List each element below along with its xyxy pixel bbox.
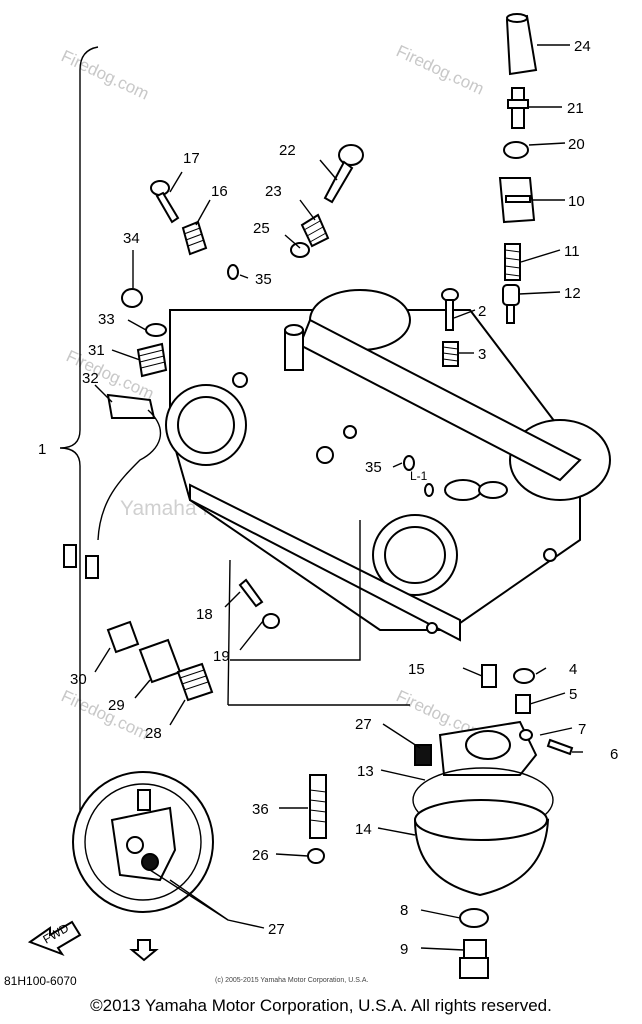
watermark-firedog: Firedog.com <box>393 41 487 98</box>
part-labels: 24 21 20 10 11 12 2 3 17 16 22 23 25 34 … <box>70 38 618 958</box>
label-part-32: 32 <box>82 370 99 387</box>
forward-arrow: FWD <box>27 920 82 957</box>
top-screws <box>63 144 364 579</box>
label-part-22: 22 <box>279 142 296 159</box>
label-part-27: 27 <box>268 921 285 938</box>
label-part-33: 33 <box>98 311 115 328</box>
inset-view <box>72 771 214 913</box>
diagram-code: 81H100-6070 <box>4 974 77 988</box>
label-part-2: 2 <box>478 303 486 320</box>
label-part-35: 35 <box>255 271 272 288</box>
label-part-21: 21 <box>567 100 584 117</box>
label-part-1: 1 <box>38 441 46 458</box>
label-part-17: 17 <box>183 150 200 167</box>
label-part-16: 16 <box>211 183 228 200</box>
label-part-24: 24 <box>574 38 591 55</box>
label-part-26: 26 <box>252 847 269 864</box>
top-fittings <box>498 13 538 324</box>
label-part-3: 3 <box>478 346 486 363</box>
label-part-7: 7 <box>578 721 586 738</box>
label-part-14: 14 <box>355 821 372 838</box>
label-part-36: 36 <box>252 801 269 818</box>
label-part-12: 12 <box>564 285 581 302</box>
view-direction-arrow <box>129 939 159 962</box>
label-sub-l1: L-1 <box>410 469 428 483</box>
lower-left-parts <box>106 520 410 706</box>
label-part-23: 23 <box>265 183 282 200</box>
label-part-19: 19 <box>213 648 230 665</box>
label-part-34: 34 <box>123 230 140 247</box>
copyright-footer: ©2013 Yamaha Motor Corporation, U.S.A. A… <box>90 996 552 1015</box>
watermark-firedog: Firedog.com <box>58 46 152 103</box>
assembly-bracket: 1 <box>38 46 99 841</box>
label-part-30: 30 <box>70 671 87 688</box>
label-part-27: 27 <box>355 716 372 733</box>
label-part-35: 35 <box>365 459 382 476</box>
label-part-8: 8 <box>400 902 408 919</box>
label-part-31: 31 <box>88 342 105 359</box>
label-part-11: 11 <box>564 243 580 260</box>
leader-lines <box>94 44 583 951</box>
label-part-28: 28 <box>145 725 162 742</box>
label-part-18: 18 <box>196 606 213 623</box>
label-part-10: 10 <box>568 193 585 210</box>
label-part-4: 4 <box>569 661 577 678</box>
label-part-9: 9 <box>400 941 408 958</box>
label-part-13: 13 <box>357 763 374 780</box>
label-part-20: 20 <box>568 136 585 153</box>
carburetor-body <box>165 289 611 642</box>
middle-screws <box>227 264 459 497</box>
label-part-15: 15 <box>408 661 425 678</box>
label-part-5: 5 <box>569 686 577 703</box>
label-part-25: 25 <box>253 220 270 237</box>
label-part-29: 29 <box>108 697 125 714</box>
small-copyright: (c) 2005-2015 Yamaha Motor Corporation, … <box>215 977 368 984</box>
label-part-6: 6 <box>610 746 618 763</box>
